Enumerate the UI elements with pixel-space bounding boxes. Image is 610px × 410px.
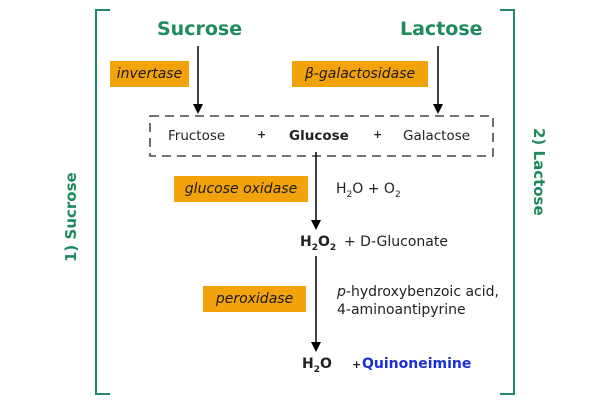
fructose-label: Fructose: [168, 128, 226, 144]
hydroxybenzoic-acid-label: p-hydroxybenzoic acid,: [337, 284, 499, 300]
right-bracket: [500, 9, 515, 395]
peroxidase-reagents: p-hydroxybenzoic acid, 4-aminoantipyrine: [337, 283, 499, 319]
sucrose-side-label: 1) Sucrose: [62, 172, 80, 262]
galactosidase-label: β-galactosidase: [292, 61, 428, 87]
plus-sign: +: [373, 128, 383, 141]
galactose-label: Galactose: [403, 128, 471, 144]
plus-sign: +: [352, 358, 362, 371]
glucose-oxidase-label: glucose oxidase: [174, 176, 308, 202]
peroxidase-label: peroxidase: [203, 286, 306, 312]
gluconate-label: + D-Gluconate: [344, 234, 448, 250]
hydrogen-peroxide-label: H2O2: [300, 234, 337, 253]
h2o-o2-label: H2O + O2: [336, 181, 401, 200]
lactose-side-label: 2) Lactose: [530, 128, 548, 216]
lactose-title: Lactose: [400, 18, 483, 40]
glucose-label: Glucose: [289, 128, 349, 144]
aminoantipyrine-label: 4-aminoantipyrine: [337, 302, 466, 318]
left-bracket: [95, 9, 110, 395]
plus-sign: +: [257, 128, 267, 141]
water-label: H2O: [302, 356, 332, 375]
quinoneimine-label: Quinoneimine: [362, 356, 472, 372]
sucrose-title: Sucrose: [157, 18, 243, 40]
monosaccharide-box: [149, 115, 494, 157]
invertase-label: invertase: [110, 61, 189, 87]
